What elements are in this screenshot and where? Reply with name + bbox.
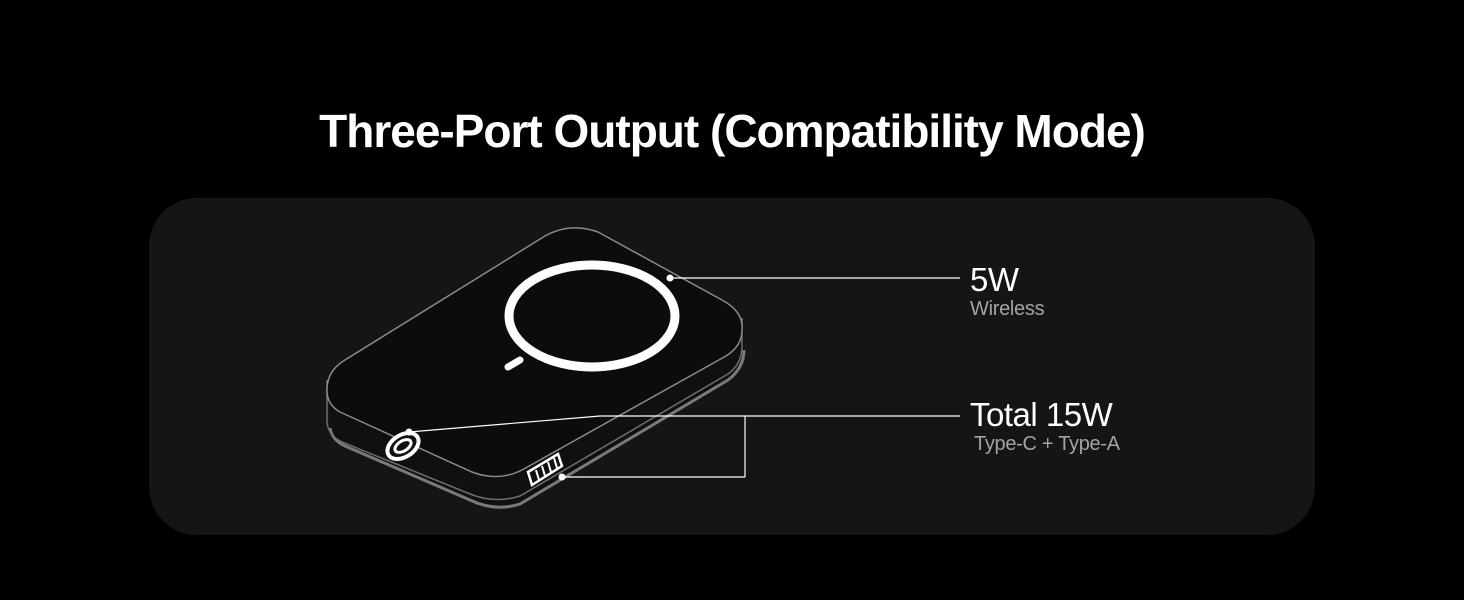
wired-callout: Total 15W Type-C + Type-A (970, 396, 1120, 456)
magnetic-ring-icon (504, 260, 680, 372)
wired-output-value: Total 15W (970, 396, 1113, 433)
usb-a-port-icon (526, 452, 564, 487)
wireless-callout: 5W Wireless (970, 261, 1045, 321)
usb-c-port-icon (385, 431, 421, 461)
device-side-outline (326, 318, 743, 501)
led-indicator-icon (504, 356, 524, 371)
wireless-leader-line (666, 274, 960, 282)
page-title: Three-Port Output (Compatibility Mode) (319, 105, 1146, 157)
wireless-output-label: Wireless (970, 298, 1045, 320)
wired-output-label: Type-C + Type-A (974, 433, 1120, 455)
device-bottom-rim (328, 349, 746, 509)
wireless-output-value: 5W (970, 261, 1019, 298)
wired-leader-line (405, 415, 960, 481)
